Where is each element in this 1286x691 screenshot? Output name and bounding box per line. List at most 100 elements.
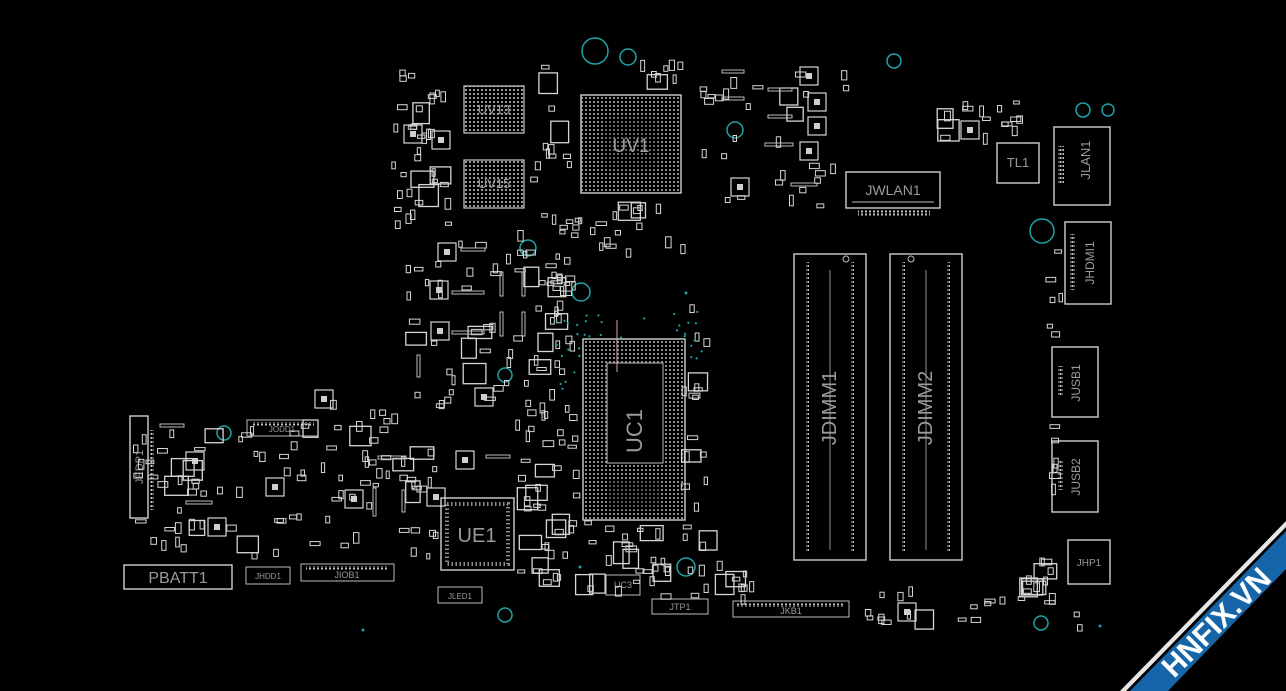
smd-footprint (516, 487, 539, 511)
smd-footprint (353, 532, 360, 544)
smd-footprint (646, 74, 669, 90)
connector-jwlan1[interactable]: JWLAN1 (845, 171, 941, 216)
smd-footprint (409, 446, 435, 460)
smd-footprint (518, 474, 526, 482)
smd-footprint (809, 162, 820, 170)
smd-footprint (541, 410, 546, 421)
smd-footprint (639, 524, 664, 542)
smd-footprint (565, 335, 573, 345)
connector-jusb2[interactable]: JUSB2 (1051, 440, 1099, 513)
smd-footprint (807, 92, 827, 112)
slot-jdimm1[interactable]: JDIMM1 (793, 253, 867, 561)
slot-footprint (159, 423, 185, 428)
via (687, 321, 690, 324)
connector-jkb1[interactable]: JKB1 (732, 600, 850, 618)
connector-jhp1[interactable]: JHP1 (1067, 539, 1111, 585)
component-tl1[interactable]: TL1 (996, 142, 1040, 184)
smd-footprint (157, 481, 169, 488)
smd-footprint (786, 106, 804, 122)
chip-uv13[interactable]: UV13 (463, 85, 525, 134)
connector-jtp1[interactable]: JTP1 (651, 598, 709, 615)
smd-footprint (550, 280, 563, 285)
smd-footprint (559, 368, 566, 375)
connector-jlan1[interactable]: JLAN1 (1053, 126, 1111, 206)
smd-footprint (1040, 558, 1053, 566)
via (573, 371, 576, 374)
smd-footprint (649, 576, 655, 587)
connector-jusb1[interactable]: JUSB1 (1051, 346, 1099, 418)
smd-footprint (650, 556, 657, 564)
smd-footprint (574, 573, 594, 596)
smd-footprint (567, 444, 577, 449)
smd-footprint (527, 409, 537, 417)
slot-footprint (790, 182, 818, 187)
connector-jhdd1[interactable]: JHDD1 (245, 566, 291, 585)
smd-footprint (470, 328, 483, 336)
smd-footprint (414, 391, 421, 399)
ic-center-pad (410, 131, 416, 137)
connector-jiob1[interactable]: JIOB1 (300, 563, 395, 582)
smd-footprint (542, 142, 549, 151)
connector-pbatt1[interactable]: PBATT1 (123, 564, 233, 590)
chip-uc1[interactable]: UC1 (582, 320, 686, 521)
smd-footprint (431, 130, 451, 150)
smd-footprint (619, 204, 629, 211)
smd-footprint (430, 340, 438, 346)
smd-footprint (1010, 116, 1022, 122)
smd-footprint (415, 105, 423, 113)
smd-footprint (745, 103, 751, 110)
via (599, 333, 602, 337)
chip-ue1[interactable]: UE1 (440, 497, 515, 571)
smd-footprint (408, 318, 421, 325)
smd-footprint (483, 324, 494, 331)
via (678, 324, 681, 327)
smd-footprint (410, 547, 417, 557)
via (584, 320, 587, 323)
slot-jdimm2[interactable]: JDIMM2 (889, 253, 963, 561)
smd-footprint (807, 116, 827, 136)
ic-center-pad (814, 123, 820, 129)
smd-footprint (170, 457, 195, 477)
smd-footprint (369, 459, 377, 466)
smd-footprint (979, 105, 985, 118)
smd-footprint (135, 519, 147, 524)
smd-footprint (392, 457, 415, 472)
component-tl1-label: TL1 (1007, 155, 1029, 170)
smd-footprint (569, 340, 575, 352)
smd-footprint (551, 513, 571, 535)
smd-footprint (273, 548, 279, 557)
smd-footprint (683, 451, 690, 463)
smd-footprint (699, 86, 708, 92)
chip-uv15[interactable]: UV15 (463, 159, 525, 209)
smd-footprint (566, 161, 572, 169)
smd-footprint (1054, 249, 1062, 254)
smd-footprint (517, 249, 524, 256)
smd-footprint (541, 213, 548, 218)
connector-jled1[interactable]: JLED1 (437, 586, 483, 604)
chip-uv1[interactable]: UV1 (580, 94, 682, 194)
ic-center-pad (806, 148, 812, 154)
smd-footprint (635, 568, 645, 574)
chip-uc3[interactable]: UC3 (605, 574, 641, 596)
via (578, 354, 581, 357)
smd-footprint (568, 520, 578, 527)
smd-footprint (399, 69, 406, 77)
connector-jusb2-label: JUSB2 (1069, 458, 1083, 496)
ic-center-pad (436, 287, 442, 293)
connector-jedp1[interactable]: JEDP1 (129, 415, 154, 519)
smd-footprint (1045, 276, 1057, 283)
smd-footprint (394, 220, 401, 229)
smd-footprint (314, 389, 334, 409)
smd-footprint (320, 462, 326, 473)
smd-footprint (174, 522, 182, 534)
smd-footprint (699, 451, 707, 458)
smd-footprint (259, 451, 266, 463)
connector-jkb1-label: JKB1 (780, 606, 802, 616)
smd-footprint (660, 557, 666, 566)
connector-jhdmi1[interactable]: JHDMI1 (1064, 221, 1112, 305)
smd-footprint (625, 248, 632, 258)
via (597, 314, 600, 317)
smd-footprint (960, 120, 980, 140)
smd-footprint (290, 441, 298, 451)
smd-footprint (492, 263, 499, 274)
